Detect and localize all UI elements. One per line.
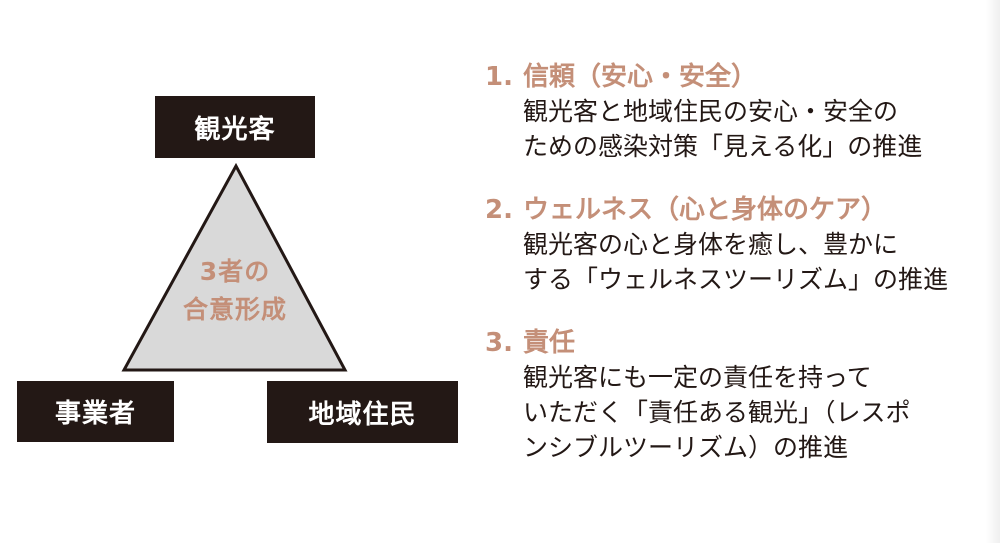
item-number: 3. xyxy=(485,328,513,358)
item-heading: 3. 責任 xyxy=(485,326,990,360)
principle-item-wellness: 2. ウェルネス（心と身体のケア） 観光客の心と身体を癒し、豊かに する「ウェルネ… xyxy=(485,193,990,297)
item-body-line: 観光客にも一定の責任を持って xyxy=(523,363,872,392)
principle-item-responsibility: 3. 責任 観光客にも一定の責任を持って いただく「責任ある観光」（レスポ ンシブ… xyxy=(485,326,990,465)
item-body-line: ための感染対策「見える化」の推進 xyxy=(523,132,923,161)
item-body-line: ンシブルツーリズム）の推進 xyxy=(523,433,849,462)
node-visitors: 観光客 xyxy=(155,96,315,158)
principle-item-trust: 1. 信頼（安心・安全） 観光客と地域住民の安心・安全の ための感染対策「見える化… xyxy=(485,60,990,164)
node-residents: 地域住民 xyxy=(267,381,458,443)
item-number: 1. xyxy=(485,62,513,92)
triangle-label-line-2: 合意形成 xyxy=(182,295,287,324)
edge-shade xyxy=(986,0,1000,543)
item-title: 信頼（安心・安全） xyxy=(523,62,758,92)
item-body-line: 観光客と地域住民の安心・安全の xyxy=(523,97,899,126)
item-heading: 2. ウェルネス（心と身体のケア） xyxy=(485,193,990,227)
item-body-line: 観光客の心と身体を癒し、豊かに xyxy=(523,230,899,259)
item-number: 2. xyxy=(485,195,513,225)
node-business: 事業者 xyxy=(17,381,174,442)
item-body-line: する「ウェルネスツーリズム」の推進 xyxy=(523,265,949,294)
item-body-line: いただく「責任ある観光」（レスポ xyxy=(523,398,911,427)
triangle-label-line-1: 3者の xyxy=(199,257,271,286)
item-title: ウェルネス（心と身体のケア） xyxy=(523,195,888,225)
triangle-shape xyxy=(121,162,348,372)
item-title: 責任 xyxy=(523,328,576,358)
item-heading: 1. 信頼（安心・安全） xyxy=(485,60,990,94)
